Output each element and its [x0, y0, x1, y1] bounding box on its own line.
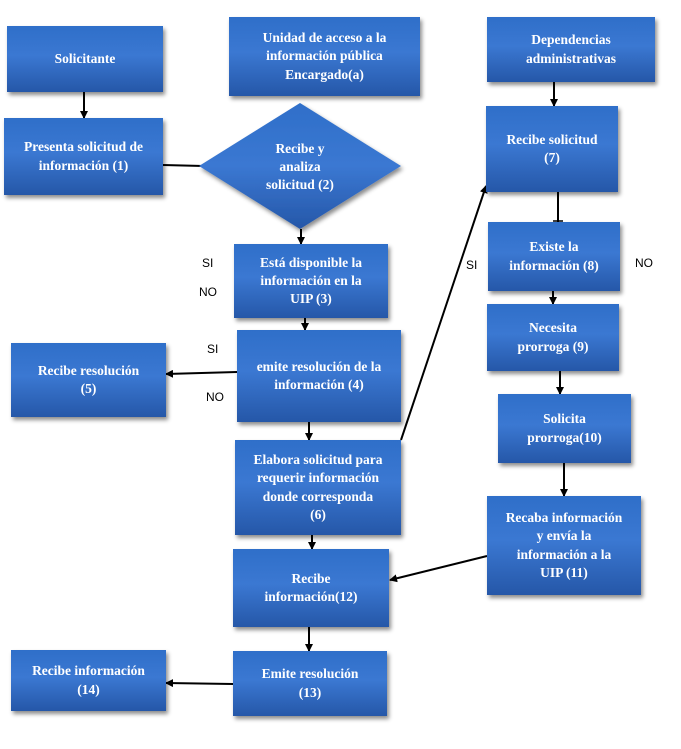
step-7-label: Recibe solicitud (7): [506, 131, 598, 165]
header-uip-label: Unidad de acceso a la información públic…: [262, 30, 387, 82]
step-4-box: emite resolución de la información (4): [237, 330, 401, 422]
step-1-box: Presenta solicitud de información (1): [4, 118, 163, 195]
header-uip: Unidad de acceso a la información públic…: [229, 17, 420, 96]
label-si-step-4: SI: [207, 342, 219, 356]
step-5-label: Recibe resolución (5): [37, 362, 140, 396]
step-9-box: Necesita prorroga (9): [487, 304, 619, 371]
step-2-label: Recibe y analiza solicitud (2): [266, 141, 334, 193]
step-1-label: Presenta solicitud de información (1): [24, 139, 143, 173]
step-3-box: Está disponible la información en la UIP…: [234, 244, 388, 318]
step-11-box: Recaba información y envía la informació…: [487, 496, 641, 595]
step-4-label: emite resolución de la información (4): [256, 358, 382, 392]
step-5-box: Recibe resolución (5): [11, 343, 166, 417]
step-8-label: Existe la información (8): [509, 239, 599, 273]
step-9-label: Necesita prorroga (9): [517, 320, 589, 354]
label-si-step-6: SI: [466, 258, 478, 272]
header-solicitante-label: Solicitante: [54, 50, 116, 66]
step-3-label: Está disponible la información en la UIP…: [259, 254, 363, 307]
label-no-step-4: NO: [206, 390, 224, 404]
step-12-label: Recibe información(12): [264, 570, 358, 604]
step-13-label: Emite resolución (13): [261, 666, 359, 700]
step-11-label: Recaba información y envía la informació…: [505, 510, 623, 580]
step-6-label: Elabora solicitud para requerir informac…: [253, 452, 383, 522]
step-10-label: Solicita prorroga(10): [527, 411, 602, 445]
connector-1-to-2: [162, 164, 204, 167]
label-no-step-8: NO: [635, 256, 653, 270]
step-6-box: Elabora solicitud para requerir informac…: [235, 440, 401, 535]
arrow-11-to-12: [389, 555, 488, 583]
header-dependencias-label: Dependencias administrativas: [525, 32, 616, 66]
step-14-label: Recibe información (14): [32, 663, 145, 697]
arrow-6-to-7: [400, 185, 488, 441]
header-dependencias: Dependencias administrativas: [487, 17, 655, 82]
step-14-box: Recibe información (14): [11, 650, 166, 711]
label-no-step-3: NO: [199, 285, 217, 299]
step-12-box: Recibe información(12): [233, 549, 389, 627]
header-solicitante: Solicitante: [7, 26, 163, 92]
step-10-box: Solicita prorroga(10): [498, 394, 631, 463]
arrow-4-to-5: [165, 369, 238, 378]
step-7-box: Recibe solicitud (7): [486, 106, 618, 192]
label-si-step-3: SI: [202, 256, 214, 270]
step-8-box: Existe la información (8): [488, 222, 620, 291]
step-13-box: Emite resolución (13): [233, 651, 387, 716]
arrow-13-to-14: [165, 679, 234, 688]
